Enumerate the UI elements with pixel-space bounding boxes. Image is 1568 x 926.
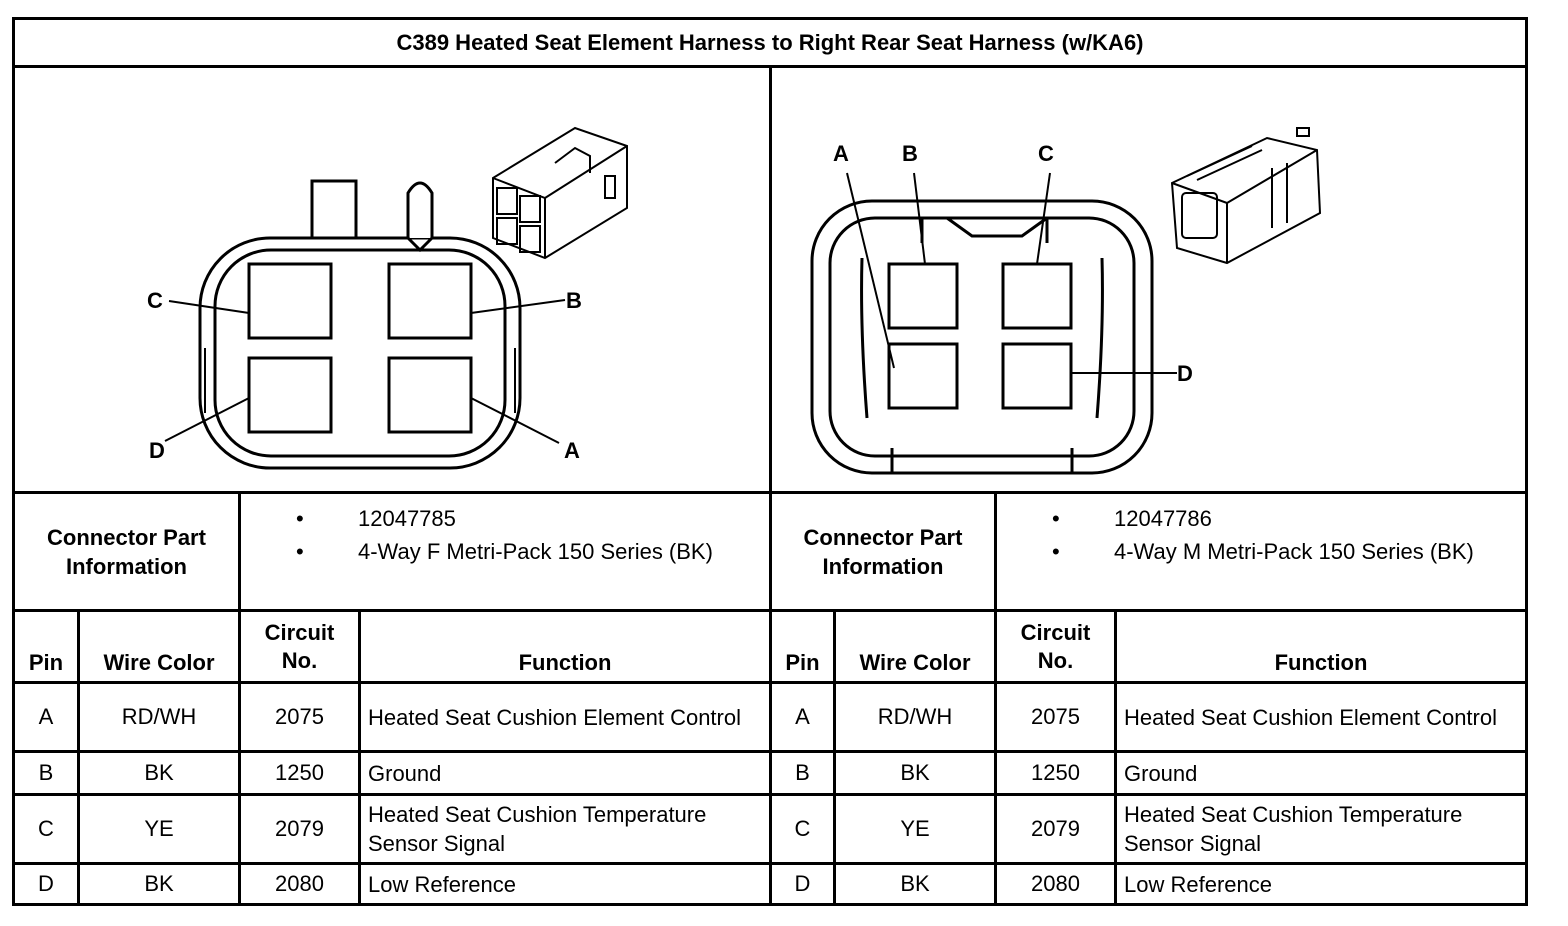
left-part-number-item: • 12047785 xyxy=(296,502,713,535)
pin-cell: B xyxy=(795,760,810,785)
bullet-icon: • xyxy=(296,506,304,531)
left-part-number: 12047785 xyxy=(358,506,456,531)
connector-table-frame: C389 Heated Seat Element Harness to Righ… xyxy=(12,17,1528,906)
right-part-info-list: • 12047786 • 4-Way M Metri-Pack 150 Series… xyxy=(1052,502,1474,568)
left-header-wire-color: Wire Color xyxy=(103,650,215,675)
left-pin-label-a: A xyxy=(564,438,580,463)
right-col-pin xyxy=(833,609,836,903)
circuit-cell: 2075 xyxy=(275,704,324,729)
left-col-function xyxy=(358,609,361,903)
wire-color-cell: BK xyxy=(144,871,174,896)
circuit-cell: 2080 xyxy=(1031,871,1080,896)
pin-cell: C xyxy=(38,816,54,841)
right-part-number: 12047786 xyxy=(1114,506,1212,531)
pin-cell: A xyxy=(795,704,810,729)
right-header-circuit: Circuit No. xyxy=(1020,619,1091,673)
bullet-icon: • xyxy=(1052,506,1060,531)
right-pin-label-a: A xyxy=(833,141,849,166)
wire-color-cell: YE xyxy=(144,816,174,841)
pin-cell: D xyxy=(38,871,54,896)
circuit-cell: 1250 xyxy=(1031,760,1080,785)
wire-color-cell: RD/WH xyxy=(121,704,197,729)
left-connector-isometric-icon xyxy=(492,126,628,260)
circuit-cell: 2079 xyxy=(275,816,324,841)
left-header-circuit: Circuit No. xyxy=(264,619,335,673)
right-connector-part-label: Connector Part Information xyxy=(803,524,963,579)
function-cell: Heated Seat Cushion Element Control xyxy=(368,704,741,730)
right-part-description: 4-Way M Metri-Pack 150 Series (BK) xyxy=(1114,539,1474,564)
right-col-function xyxy=(1114,609,1117,903)
left-connector-part-label: Connector Part Information xyxy=(47,524,206,579)
wire-color-cell: YE xyxy=(900,816,930,841)
wire-color-cell: BK xyxy=(900,760,930,785)
right-header-function: Function xyxy=(1274,650,1368,675)
left-connector-diagram: C B D A xyxy=(147,126,628,470)
right-pin-label-c: C xyxy=(1038,141,1054,166)
left-part-description: 4-Way F Metri-Pack 150 Series (BK) xyxy=(358,539,713,564)
wire-color-cell: BK xyxy=(900,871,930,896)
bullet-icon: • xyxy=(296,539,304,564)
circuit-cell: 2080 xyxy=(275,871,324,896)
function-cell: Ground xyxy=(368,760,442,786)
page-title: C389 Heated Seat Element Harness to Righ… xyxy=(396,30,1144,55)
right-part-description-item: • 4-Way M Metri-Pack 150 Series (BK) xyxy=(1052,535,1474,568)
left-col-pin xyxy=(77,609,80,903)
left-part-description-item: • 4-Way F Metri-Pack 150 Series (BK) xyxy=(296,535,713,568)
pin-cell: D xyxy=(794,871,811,896)
left-pin-label-b: B xyxy=(566,288,582,313)
right-pin-label-b: B xyxy=(902,141,918,166)
right-connector-diagram: A B C D xyxy=(810,127,1322,475)
right-connector-isometric-icon xyxy=(1170,127,1322,265)
function-cell: Heated Seat Cushion Temperature Sensor S… xyxy=(368,802,707,856)
right-col-circuit xyxy=(994,609,997,903)
circuit-cell: 2075 xyxy=(1031,704,1080,729)
function-cell: Ground xyxy=(1124,760,1198,786)
left-part-info-list: • 12047785 • 4-Way F Metri-Pack 150 Series… xyxy=(296,502,713,568)
left-header-function: Function xyxy=(518,650,612,675)
pin-cell: C xyxy=(794,816,811,841)
pin-cell: B xyxy=(38,760,54,785)
left-header-pin: Pin xyxy=(28,650,64,675)
circuit-cell: 1250 xyxy=(275,760,324,785)
left-col-circuit xyxy=(238,609,241,903)
right-part-number-item: • 12047786 xyxy=(1052,502,1474,535)
wire-color-cell: RD/WH xyxy=(877,704,953,729)
left-pin-label-d: D xyxy=(149,438,165,463)
function-cell: Heated Seat Cushion Element Control xyxy=(1124,704,1497,730)
circuit-cell: 2079 xyxy=(1031,816,1080,841)
right-pin-label-d: D xyxy=(1177,361,1193,386)
right-header-pin: Pin xyxy=(785,650,820,675)
function-cell: Heated Seat Cushion Temperature Sensor S… xyxy=(1124,802,1463,856)
bullet-icon: • xyxy=(1052,539,1060,564)
function-cell: Low Reference xyxy=(1124,871,1272,897)
wire-color-cell: BK xyxy=(144,760,174,785)
center-divider xyxy=(769,65,772,903)
pin-cell: A xyxy=(38,704,54,729)
left-pin-label-c: C xyxy=(147,288,163,313)
function-cell: Low Reference xyxy=(368,871,516,897)
right-header-wire-color: Wire Color xyxy=(859,650,971,675)
